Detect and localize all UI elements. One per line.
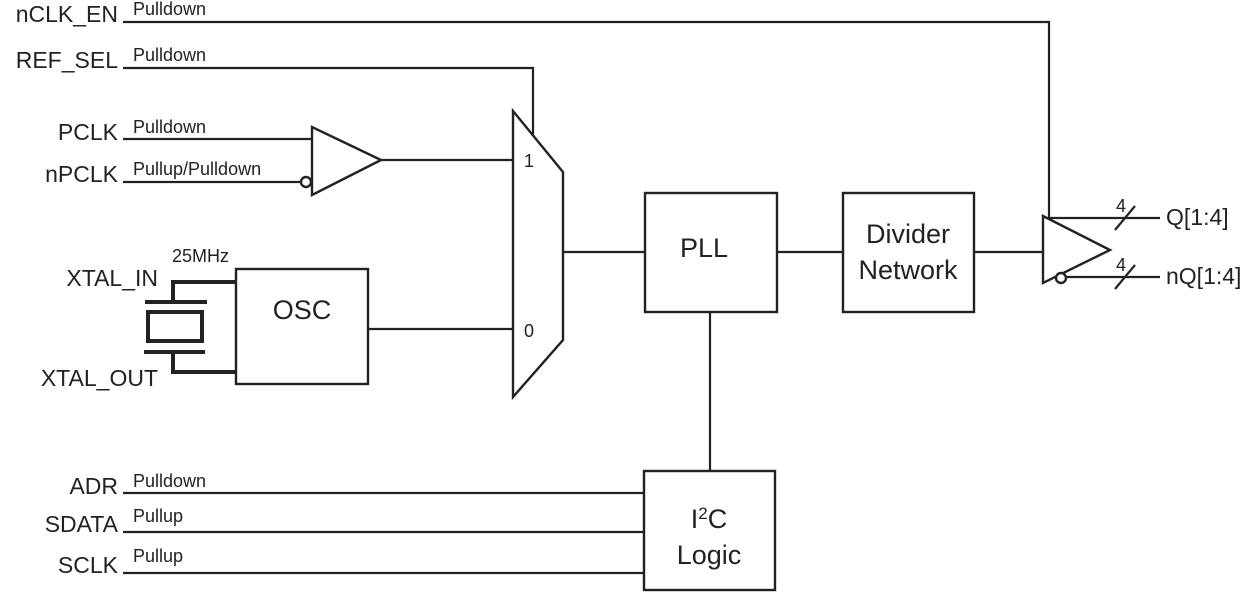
pclk-label: PCLK [58,119,119,145]
pll: PLL [643,191,843,471]
mux-input-0-label: 0 [524,321,534,341]
mux-shape [511,107,565,401]
divider-network: Divider Network [841,191,1043,314]
divider-block [841,191,976,314]
differential-receiver [299,125,513,197]
sclk-input: SCLK Pullup [58,546,644,578]
ref-sel-bias: Pulldown [133,45,206,65]
crystal-frequency: 25MHz [172,246,229,266]
xtal-in-label: XTAL_IN [66,265,158,291]
i2c-label-line2: Logic [677,540,742,570]
ref-sel-wire [123,66,535,136]
nq-bus-slash-icon [1114,264,1136,290]
nq-bus-width: 4 [1116,255,1126,275]
osc-label: OSC [273,295,332,325]
output-buffer: 4 4 Q[1:4] nQ[1:4] [1041,196,1241,290]
nclk-en-label: nCLK_EN [16,1,118,27]
i2c-label-line1: I2C [691,504,727,534]
divider-label-line2: Network [858,255,958,285]
output-inversion-bubble-icon [1054,271,1068,285]
pclk-input: PCLK Pulldown [58,117,312,145]
mux-input-1-label: 1 [524,151,534,171]
pll-label: PLL [680,233,728,263]
sclk-label: SCLK [58,552,119,578]
q-bus-slash-icon [1114,205,1136,231]
xtal-out-label: XTAL_OUT [41,365,158,391]
npclk-input: nPCLK Pullup/Pulldown [45,159,300,187]
sdata-label: SDATA [45,511,119,537]
q-output-label: Q[1:4] [1166,204,1229,230]
buffer-triangle [310,125,384,197]
nclk-en-wire [123,20,1051,218]
nclk-en-bias: Pulldown [133,0,206,19]
crystal-icon [146,310,204,343]
divider-label-line1: Divider [866,219,950,249]
nclk-en-input: nCLK_EN Pulldown [16,0,1051,218]
npclk-bias: Pullup/Pulldown [133,159,261,179]
ref-sel-input: REF_SEL Pulldown [16,45,535,136]
npclk-label: nPCLK [45,161,119,187]
sclk-bias: Pullup [133,546,183,566]
i2c-logic: I2C Logic [642,469,777,592]
input-mux: 1 0 [511,107,645,401]
nq-output-label: nQ[1:4] [1166,263,1241,289]
adr-input: ADR Pulldown [69,471,644,499]
sdata-input: SDATA Pullup [45,506,644,537]
i2c-block [642,469,777,592]
output-buffer-triangle [1041,214,1113,285]
pclk-bias: Pulldown [133,117,206,137]
sdata-bias: Pullup [133,506,183,526]
ref-sel-label: REF_SEL [16,47,118,73]
xtal-out-wire [171,352,236,374]
inversion-bubble-icon [299,175,313,189]
adr-bias: Pulldown [133,471,206,491]
adr-label: ADR [69,473,118,499]
xtal-in-wire [171,280,236,302]
osc-block [234,267,370,386]
q-bus-width: 4 [1116,196,1126,216]
crystal-oscillator: 25MHz XTAL_IN XTAL_OUT OSC [41,246,513,391]
